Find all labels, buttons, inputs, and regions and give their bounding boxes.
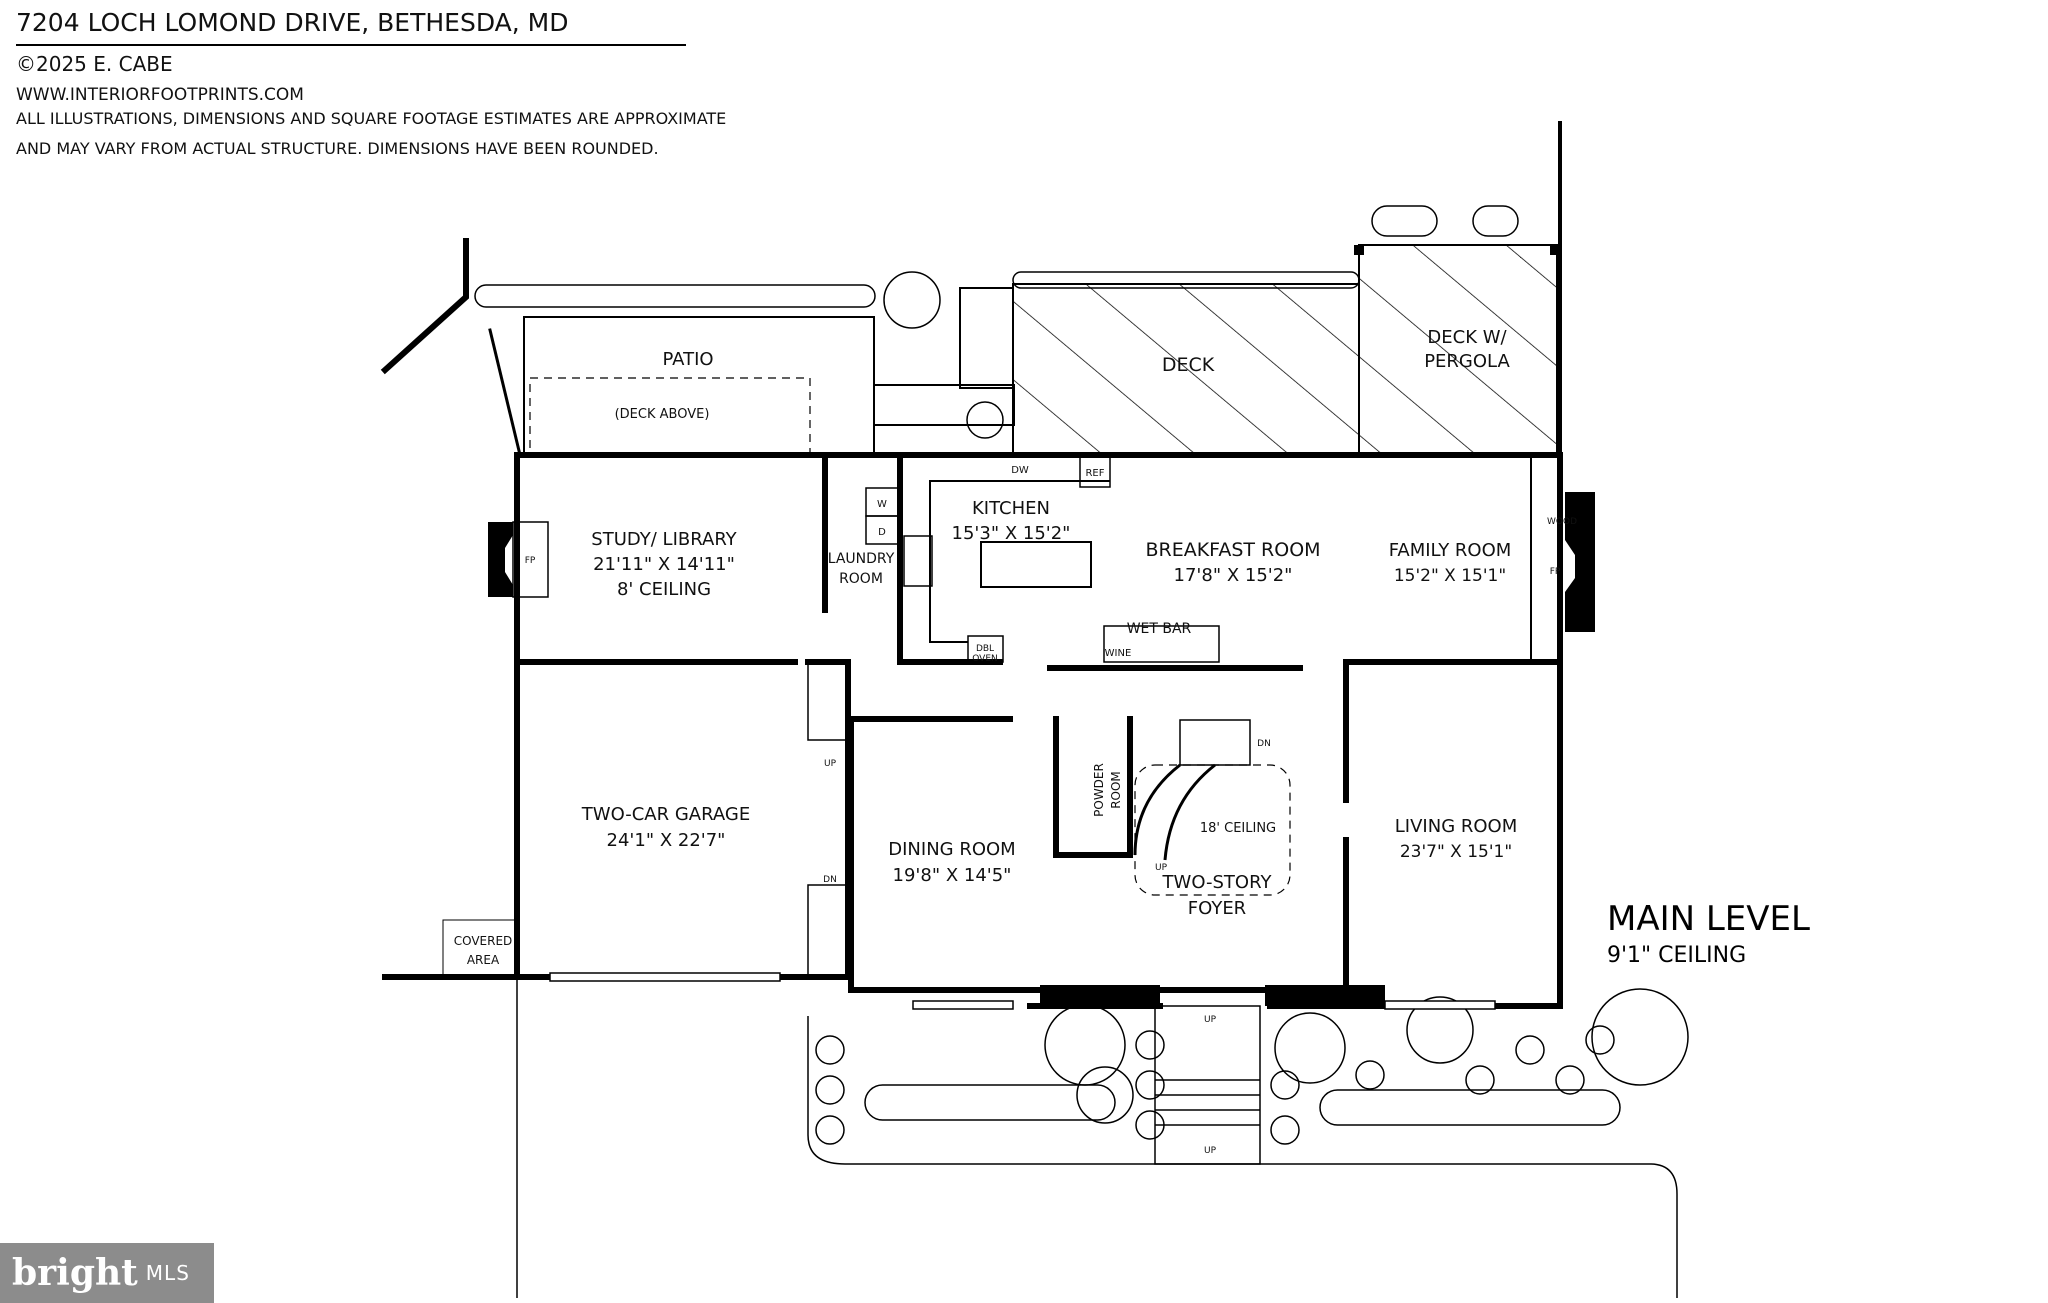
patio-label: PATIO bbox=[662, 349, 713, 370]
powder-label-1: POWDER bbox=[1092, 763, 1106, 817]
deck-pergola-label-2: PERGOLA bbox=[1424, 351, 1510, 372]
deck-label: DECK bbox=[1162, 354, 1215, 376]
covered-label-1: COVERED bbox=[454, 934, 513, 948]
plan-title: 7204 LOCH LOMOND DRIVE, BETHESDA, MD bbox=[16, 8, 569, 37]
dining-label: DINING ROOM bbox=[888, 839, 1015, 860]
shrub bbox=[1555, 1065, 1585, 1095]
shrub bbox=[815, 1075, 845, 1105]
disclaimer-line-1: ALL ILLUSTRATIONS, DIMENSIONS AND SQUARE… bbox=[16, 109, 727, 128]
dbl-label: DBL bbox=[976, 644, 994, 654]
patio-note: (DECK ABOVE) bbox=[615, 407, 710, 422]
foyer-label-2: FOYER bbox=[1188, 898, 1246, 919]
family-fireplace bbox=[1565, 492, 1595, 632]
covered-label-2: AREA bbox=[467, 953, 500, 967]
hedge bbox=[864, 1084, 1116, 1121]
copyright: ©2025 E. CABE bbox=[16, 52, 173, 76]
logo-suffix: MLS bbox=[145, 1261, 190, 1285]
disclaimer-line-2: AND MAY VARY FROM ACTUAL STRUCTURE. DIME… bbox=[16, 139, 659, 158]
shrub bbox=[1270, 1070, 1300, 1100]
deck-area bbox=[1012, 283, 1360, 456]
title-underline bbox=[16, 44, 686, 46]
front-stair-up-2: UP bbox=[1204, 1146, 1217, 1156]
hedge bbox=[1319, 1089, 1621, 1126]
shrub bbox=[1472, 205, 1519, 237]
hedge bbox=[474, 284, 876, 308]
tree bbox=[1406, 996, 1474, 1064]
tree bbox=[1076, 1066, 1134, 1124]
front-stair-up-1: UP bbox=[1204, 1015, 1217, 1025]
bright-mls-logo: bright MLS bbox=[0, 1243, 214, 1303]
dw-label: DW bbox=[1011, 465, 1029, 476]
kitchen-label: KITCHEN bbox=[972, 498, 1050, 519]
tree bbox=[1591, 988, 1689, 1086]
website: WWW.INTERIORFOOTPRINTS.COM bbox=[16, 85, 304, 105]
tree bbox=[1274, 1012, 1346, 1084]
living-dims: 23'7" X 15'1" bbox=[1400, 842, 1512, 862]
study-fireplace bbox=[488, 522, 513, 597]
kitchen-island bbox=[980, 541, 1092, 588]
deck-pergola-area bbox=[1358, 244, 1558, 456]
foyer-label-1: TWO-STORY bbox=[1162, 872, 1273, 893]
garage-stair-dn: DN bbox=[823, 875, 837, 885]
level-ceiling: 9'1" CEILING bbox=[1607, 943, 1746, 968]
oven-label: OVEN bbox=[972, 654, 998, 664]
kitchen-dims: 15'3" X 15'2" bbox=[952, 523, 1071, 544]
driveway-line bbox=[516, 977, 1678, 1298]
foyer-stair-dn: DN bbox=[1257, 739, 1271, 749]
family-fp-label: FP bbox=[1550, 567, 1561, 577]
powder-label-2: ROOM bbox=[1109, 771, 1123, 809]
patio-area bbox=[523, 316, 875, 456]
level-name: MAIN LEVEL bbox=[1607, 899, 1810, 939]
family-dims: 15'2" X 15'1" bbox=[1394, 566, 1506, 586]
stairs bbox=[807, 661, 1261, 1165]
laundry-label-1: LAUNDRY bbox=[828, 551, 895, 567]
shrub bbox=[1585, 1025, 1615, 1055]
garage-stair-up: UP bbox=[824, 759, 837, 769]
shrub bbox=[1270, 1115, 1300, 1145]
breakfast-dims: 17'8" X 15'2" bbox=[1174, 565, 1293, 586]
washer-label: W bbox=[877, 499, 887, 510]
shrub bbox=[1371, 205, 1438, 237]
ref-label: REF bbox=[1085, 468, 1104, 479]
dryer-label: D bbox=[878, 527, 886, 538]
dining-dims: 19'8" X 14'5" bbox=[893, 865, 1012, 886]
study-dims: 21'11" X 14'11" bbox=[593, 554, 735, 575]
shrub bbox=[1465, 1065, 1495, 1095]
foyer-stair-up: UP bbox=[1155, 863, 1168, 873]
shrub bbox=[1135, 1070, 1165, 1100]
tree bbox=[883, 271, 941, 329]
garage-dims: 24'1" X 22'7" bbox=[607, 830, 726, 851]
study-fp-label: FP bbox=[525, 556, 536, 566]
wine-label: WINE bbox=[1105, 648, 1132, 659]
study-ceiling: 8' CEILING bbox=[617, 579, 711, 600]
shrub bbox=[1355, 1060, 1385, 1090]
laundry-label-2: ROOM bbox=[839, 571, 883, 587]
logo-brand: bright bbox=[12, 1252, 138, 1294]
study-label: STUDY/ LIBRARY bbox=[591, 529, 737, 550]
shrub bbox=[1515, 1035, 1545, 1065]
breakfast-label: BREAKFAST ROOM bbox=[1145, 539, 1320, 561]
shrub bbox=[1135, 1030, 1165, 1060]
shrub bbox=[966, 401, 1004, 439]
tree bbox=[1044, 1004, 1126, 1086]
shrub bbox=[815, 1115, 845, 1145]
family-label: FAMILY ROOM bbox=[1389, 540, 1512, 561]
shrub bbox=[815, 1035, 845, 1065]
walls bbox=[380, 121, 1563, 1009]
living-label: LIVING ROOM bbox=[1395, 816, 1517, 837]
wood-label: WOOD bbox=[1547, 517, 1577, 527]
garage-label: TWO-CAR GARAGE bbox=[581, 804, 750, 825]
deck-pergola-label-1: DECK W/ bbox=[1427, 327, 1507, 348]
foyer-ceiling: 18' CEILING bbox=[1200, 821, 1276, 836]
wet-bar-label: WET BAR bbox=[1127, 621, 1192, 637]
